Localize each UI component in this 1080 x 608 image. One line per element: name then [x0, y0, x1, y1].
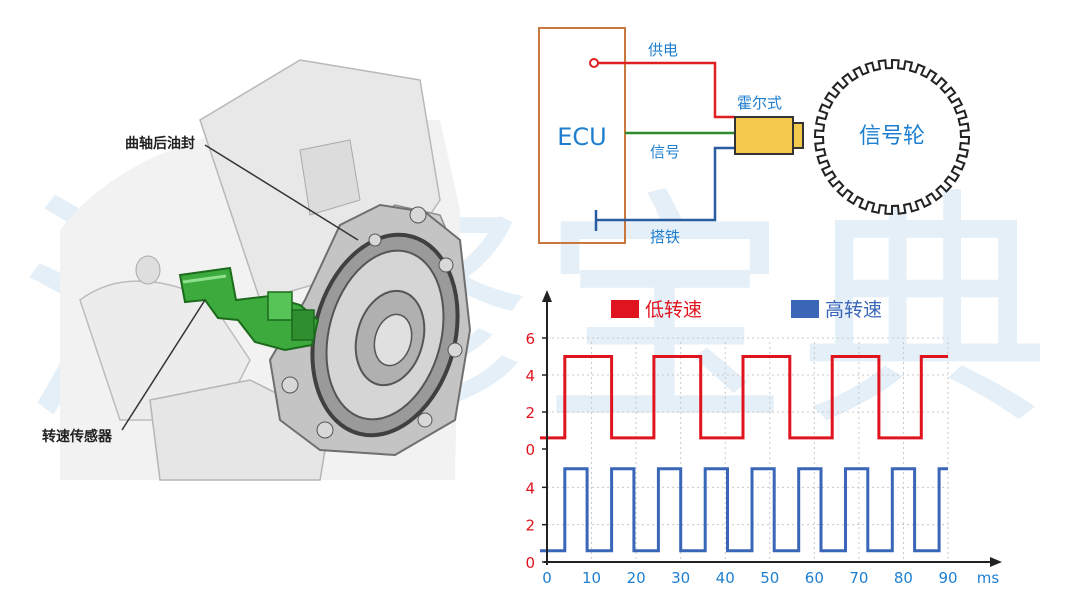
- legend-swatch-2: [791, 300, 819, 318]
- x-tick-label: 60: [805, 569, 824, 587]
- hall-label: 霍尔式: [737, 94, 782, 112]
- y-tick-label: 0: [525, 441, 535, 459]
- signal-wheel: [813, 58, 971, 216]
- waveform-1: [540, 355, 948, 440]
- engine-illustration: [60, 59, 472, 481]
- ground-wire: [596, 146, 735, 222]
- legend-swatch-1: [611, 300, 639, 318]
- power-wire: [598, 61, 735, 119]
- x-tick-label: 20: [627, 569, 646, 587]
- legend-label-2: 高转速: [825, 299, 882, 321]
- wheel-label: 信号轮: [859, 124, 925, 149]
- oil-seal-label: 曲轴后油封: [125, 135, 195, 152]
- legend-label-1: 低转速: [645, 299, 702, 321]
- x-tick-label: 10: [582, 569, 601, 587]
- x-axis-unit: ms: [977, 569, 1000, 587]
- hall-sensor: [734, 116, 804, 155]
- y-tick-label: 2: [525, 404, 535, 422]
- ecu-label: ECU: [557, 123, 607, 151]
- x-tick-label: 50: [760, 569, 779, 587]
- speed-sensor-part: [178, 266, 320, 352]
- x-tick-label: 30: [671, 569, 690, 587]
- x-tick-label: 40: [716, 569, 735, 587]
- power-label: 供电: [648, 41, 678, 59]
- x-tick-label: 80: [894, 569, 913, 587]
- y-tick-label: 4: [525, 479, 535, 497]
- y-tick-label: 4: [525, 367, 535, 385]
- x-tick-label: 90: [938, 569, 957, 587]
- x-tick-label: 70: [849, 569, 868, 587]
- y-tick-label: 2: [525, 517, 535, 535]
- ecu-box: [538, 27, 626, 244]
- y-axis-arrow: [542, 290, 552, 302]
- ground-label: 搭铁: [650, 228, 680, 246]
- x-axis-arrow: [990, 557, 1002, 567]
- x-tick-label: 0: [542, 569, 552, 587]
- signal-label: 信号: [650, 143, 680, 161]
- y-tick-label: 0: [525, 554, 535, 572]
- waveform-2: [540, 467, 948, 553]
- y-tick-label: 6: [525, 330, 535, 348]
- speed-sensor-label: 转速传感器: [42, 428, 113, 445]
